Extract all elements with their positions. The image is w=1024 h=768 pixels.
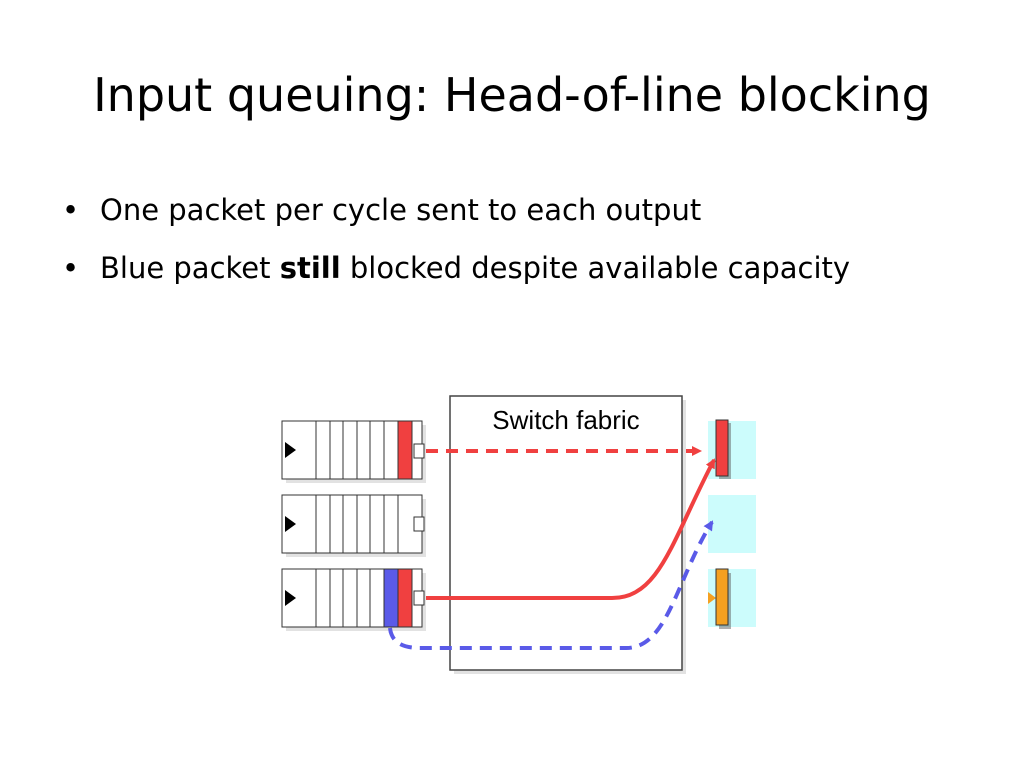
page-title: Input queuing: Head-of-line blocking — [93, 68, 931, 122]
queue-port — [413, 443, 425, 459]
bullet-marker: • — [62, 193, 80, 227]
output-port-1 — [708, 419, 756, 479]
input-arrow-icon — [285, 516, 296, 532]
output-packet-red — [715, 419, 729, 477]
queue-port — [413, 516, 425, 532]
output-port-3 — [708, 568, 756, 629]
input-queue-1 — [281, 420, 426, 483]
input-queue-3 — [281, 568, 426, 631]
solid-red-path — [426, 458, 716, 600]
bullet-text-start: Blue packet — [100, 251, 280, 285]
switch-fabric-label: Switch fabric — [492, 405, 639, 435]
output-packet-orange — [715, 568, 729, 626]
bullet-item-1: • One packet per cycle sent to each outp… — [62, 190, 850, 230]
queue-port — [413, 590, 425, 606]
bullet-text-end: blocked despite available capacity — [340, 251, 851, 285]
output-port-2 — [708, 495, 756, 553]
bullet-marker: • — [62, 251, 80, 285]
output-arrow-icon — [708, 592, 716, 604]
input-arrow-icon — [285, 590, 296, 606]
queued-packet-blue — [383, 568, 399, 628]
bullet-item-2: • Blue packet still blocked despite avai… — [62, 248, 850, 288]
input-queue-2 — [281, 494, 426, 557]
input-arrow-icon — [285, 442, 296, 458]
bullet-text-emphasis: still — [279, 251, 341, 285]
bullet-list: • One packet per cycle sent to each outp… — [62, 190, 850, 306]
switch-fabric: Switch fabric — [449, 395, 686, 674]
bullet-text: One packet per cycle sent to each output — [100, 193, 702, 227]
queued-packet-red — [397, 568, 413, 628]
queued-packet-red — [397, 420, 413, 480]
